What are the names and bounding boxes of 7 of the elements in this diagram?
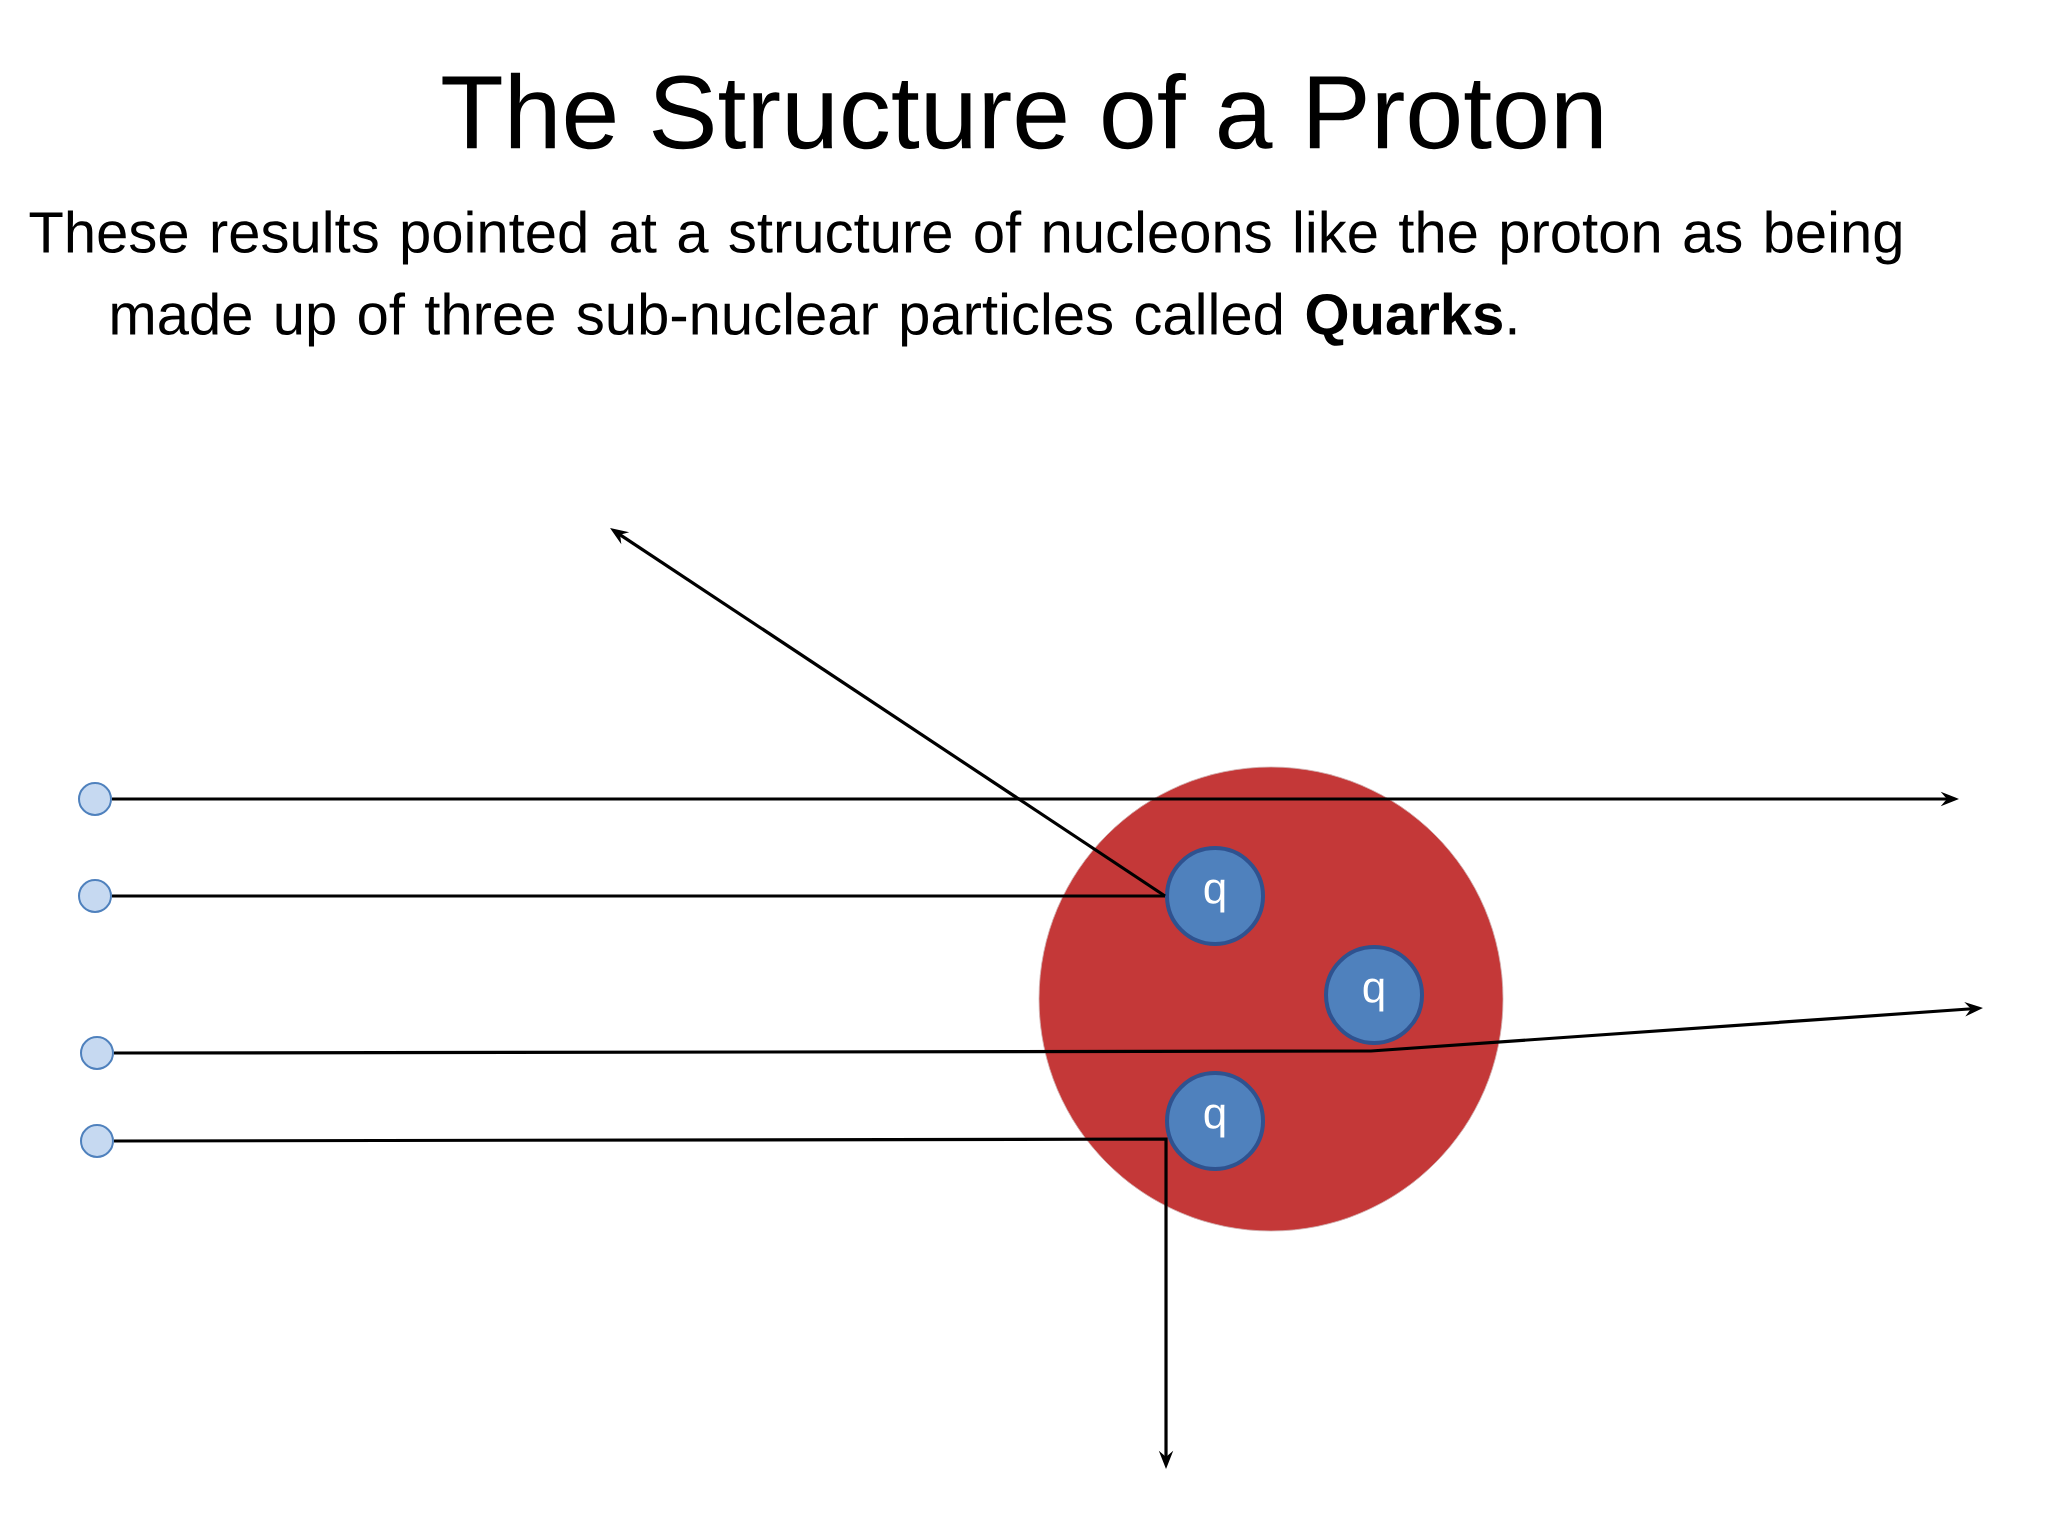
- particle-track: [112, 894, 1165, 898]
- title: The Structure of a Proton: [442, 72, 1602, 150]
- particle-circle: [80, 1124, 114, 1158]
- particle-circle: [78, 782, 112, 816]
- body-text: These results pointed at a structure of nucleons like the proton as being made up of three sub-nuclear particles called Quarks.: [29, 210, 1901, 347]
- particle-circle: [78, 879, 112, 913]
- particle-circle: [80, 1036, 114, 1070]
